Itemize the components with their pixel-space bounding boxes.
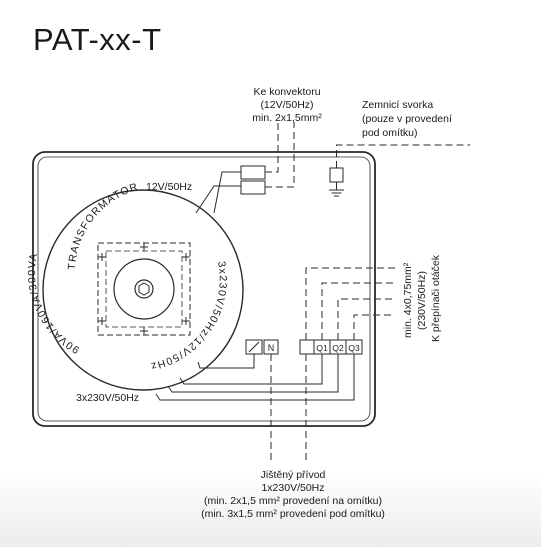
diagram-title: PAT-xx-T [33, 22, 162, 57]
convector-label-line2: (12V/50Hz) [260, 99, 313, 111]
convector-label-line3: min. 2x1,5mm² [252, 112, 322, 124]
supply-label-line4: (min. 3x1,5 mm² provedení pod omítku) [201, 508, 385, 520]
speed-label-line1: min. 4x0,75mm² [402, 262, 414, 338]
terminal-n-label: N [268, 343, 275, 353]
terminal-q2-label: Q2 [332, 343, 344, 353]
speed-label-line3: K přepínači otáček [430, 254, 442, 342]
secondary-terminal-bottom [240, 180, 266, 195]
primary-wires [155, 354, 355, 401]
supply-label-line3: (min. 2x1,5 mm² provedení na omítku) [204, 495, 382, 507]
ground-terminal [329, 167, 344, 183]
secondary-voltage-label: 12V/50Hz [146, 181, 192, 193]
terminal-q3-label: Q3 [348, 343, 360, 353]
enclosure-inner [37, 156, 371, 422]
transformer-ring [42, 189, 244, 391]
supply-label-line1: Jištěný přívod [261, 469, 326, 481]
ground-dashed-lead [336, 144, 470, 168]
transformer-core-circle [113, 258, 175, 320]
supply-dashed-leads [270, 354, 307, 462]
supply-label-line2: 1x230V/50Hz [261, 482, 324, 494]
enclosure-box [32, 151, 376, 427]
terminal-q1-label: Q1 [316, 343, 328, 353]
ground-label-line3: pod omítku) [362, 127, 417, 139]
mounting-nut-icon [138, 282, 150, 296]
transformer-core-outer [97, 242, 191, 336]
transformer-right-text: 3x230V/50Hz/12V/50Hz [149, 260, 229, 372]
convector-label-line1: Ke konvektoru [253, 86, 320, 98]
mounting-bolt-icon [134, 279, 154, 299]
ground-label-line2: (pouze v provedení [362, 113, 452, 125]
secondary-terminal-top [240, 165, 266, 180]
relay-switch-icon [248, 341, 260, 353]
speed-label-line2: (230V/50Hz) [416, 271, 428, 330]
screw-marks [98, 243, 190, 335]
secondary-wires [195, 171, 241, 214]
ground-label-line1: Zemnicí svorka [362, 99, 433, 111]
ground-icon [329, 182, 344, 197]
speed-switch-dashed-leads [305, 267, 395, 340]
transformer-core-inner [105, 250, 183, 328]
convector-dashed-leads [265, 122, 295, 188]
primary-voltage-label: 3x230V/50Hz [76, 392, 139, 404]
